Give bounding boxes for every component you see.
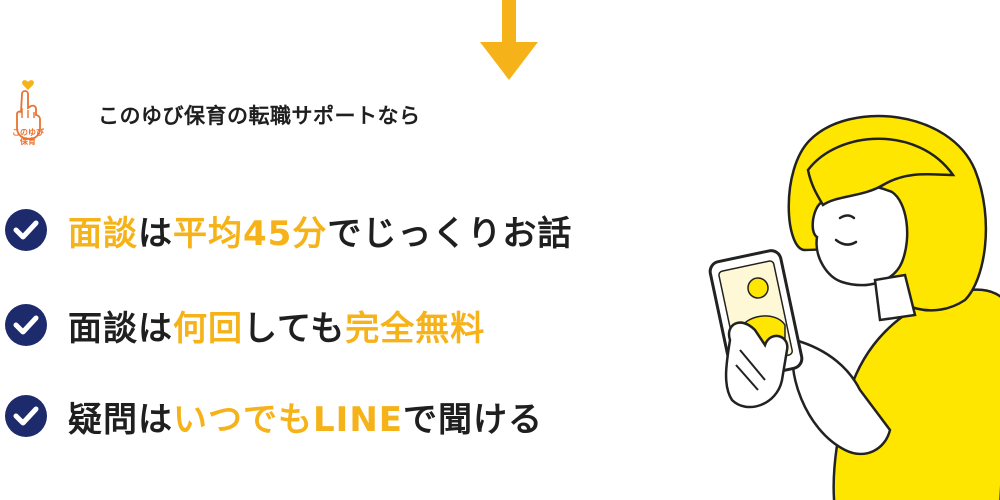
feature-item-1: 面談は平均45分でじっくりお話	[4, 206, 572, 254]
arrow-down-icon	[480, 0, 538, 80]
feature-text-part: しても	[243, 308, 346, 349]
feature-text-part: でじっくりお話	[327, 213, 573, 254]
feature-text-part: は	[138, 213, 173, 254]
pinky-promise-hand-icon	[16, 80, 41, 140]
feature-text-part: 疑問は	[68, 399, 173, 440]
feature-text-part: いつでもLINE	[173, 399, 403, 440]
feature-text-part: 完全無料	[345, 308, 486, 349]
feature-text-part: 平均45分	[173, 213, 328, 254]
feature-item-3: 疑問はいつでもLINEで聞ける	[4, 392, 543, 440]
woman-holding-smartphone-illustration	[708, 114, 1000, 500]
feature-text-part: 面談は	[68, 308, 173, 349]
logo-text: このゆび 保育	[6, 128, 50, 146]
feature-text-3: 疑問はいつでもLINEで聞ける	[68, 392, 543, 441]
check-circle-icon	[5, 304, 47, 346]
feature-text-part: 何回	[173, 308, 243, 349]
feature-text-part: 面談	[68, 213, 138, 254]
feature-text-2: 面談は何回しても完全無料	[68, 301, 485, 350]
feature-text-part: で聞ける	[403, 399, 543, 440]
check-circle-icon	[5, 209, 47, 251]
feature-item-2: 面談は何回しても完全無料	[4, 301, 485, 349]
feature-text-1: 面談は平均45分でじっくりお話	[68, 206, 572, 255]
headline: このゆび保育の転職サポートなら	[98, 104, 421, 128]
check-circle-icon	[5, 395, 47, 437]
logo-text-line2: 保育	[20, 137, 36, 146]
logo-text-line1: このゆび	[12, 128, 44, 137]
